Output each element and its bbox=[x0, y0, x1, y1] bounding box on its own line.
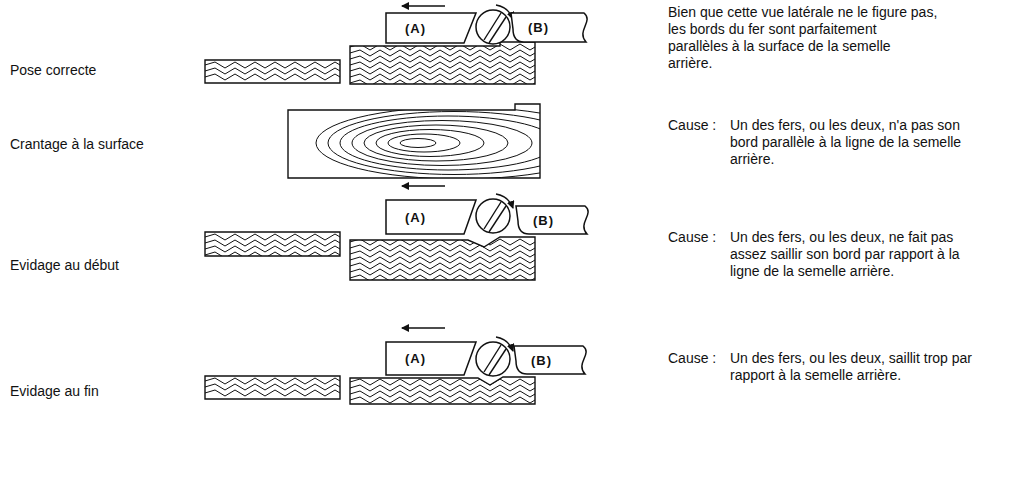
outfeed-table: (A) bbox=[385, 199, 477, 235]
wood-piece bbox=[350, 237, 535, 280]
cause-tag: Cause : bbox=[668, 117, 716, 134]
cause-text: Un des fers, ou les deux, n'a pas son bo… bbox=[730, 117, 980, 168]
wood-piece bbox=[205, 60, 340, 83]
blade bbox=[489, 17, 506, 43]
wood-grain bbox=[350, 44, 540, 86]
cutter-head bbox=[476, 10, 510, 44]
wood-piece bbox=[350, 377, 535, 404]
infeed-table: (B) bbox=[513, 345, 591, 375]
table-letter: (A) bbox=[405, 21, 426, 36]
cause-text: Un des fers, ou les deux, ne fait pas as… bbox=[730, 229, 980, 280]
table-outline bbox=[385, 199, 477, 235]
wood-grain bbox=[316, 107, 604, 179]
wood-grain bbox=[350, 239, 540, 281]
row-title: Evidage au début bbox=[10, 257, 119, 274]
blade bbox=[484, 202, 501, 229]
outfeed-table: (A) bbox=[385, 341, 477, 376]
wood-grain bbox=[205, 62, 345, 80]
row-title: Evidage au fin bbox=[10, 383, 99, 400]
outfeed-table: (A) bbox=[385, 12, 477, 44]
wood-piece bbox=[288, 104, 540, 178]
row-title: Crantage à la surface bbox=[10, 136, 144, 153]
blade bbox=[484, 13, 501, 40]
cause-tag: Cause : bbox=[668, 229, 716, 246]
wood-piece bbox=[350, 42, 535, 84]
wood-grain bbox=[205, 378, 345, 396]
rotation-arrow bbox=[496, 5, 513, 19]
table-outline bbox=[510, 12, 592, 43]
row-title: Pose correcte bbox=[10, 62, 96, 79]
table-outline bbox=[385, 12, 477, 44]
infeed-table: (B) bbox=[510, 12, 592, 43]
table-outline bbox=[385, 341, 477, 376]
table-letter: (B) bbox=[533, 213, 554, 228]
wood-grain bbox=[350, 379, 540, 403]
cutter-head bbox=[476, 199, 510, 233]
note: Bien que cette vue latérale ne le figure… bbox=[668, 4, 938, 72]
feed-arrow bbox=[402, 5, 445, 6]
infeed-table: (B) bbox=[515, 205, 593, 235]
rotation-arrow bbox=[496, 337, 513, 351]
table-letter: (A) bbox=[405, 351, 426, 366]
feed-arrow bbox=[402, 327, 445, 328]
wood-grain bbox=[205, 234, 345, 258]
cause-text: Un des fers, ou les deux, saillit trop p… bbox=[730, 350, 980, 384]
table-letter: (B) bbox=[528, 20, 549, 35]
cause-tag: Cause : bbox=[668, 350, 716, 367]
table-letter: (A) bbox=[405, 210, 426, 225]
blade bbox=[484, 345, 501, 372]
blade bbox=[489, 206, 506, 232]
wood-piece bbox=[205, 232, 340, 256]
feed-arrow bbox=[402, 185, 445, 186]
wood-piece bbox=[205, 376, 340, 399]
rotation-arrow bbox=[496, 194, 513, 208]
cutter-head bbox=[476, 342, 510, 376]
blade bbox=[489, 349, 506, 375]
table-letter: (B) bbox=[531, 353, 552, 368]
